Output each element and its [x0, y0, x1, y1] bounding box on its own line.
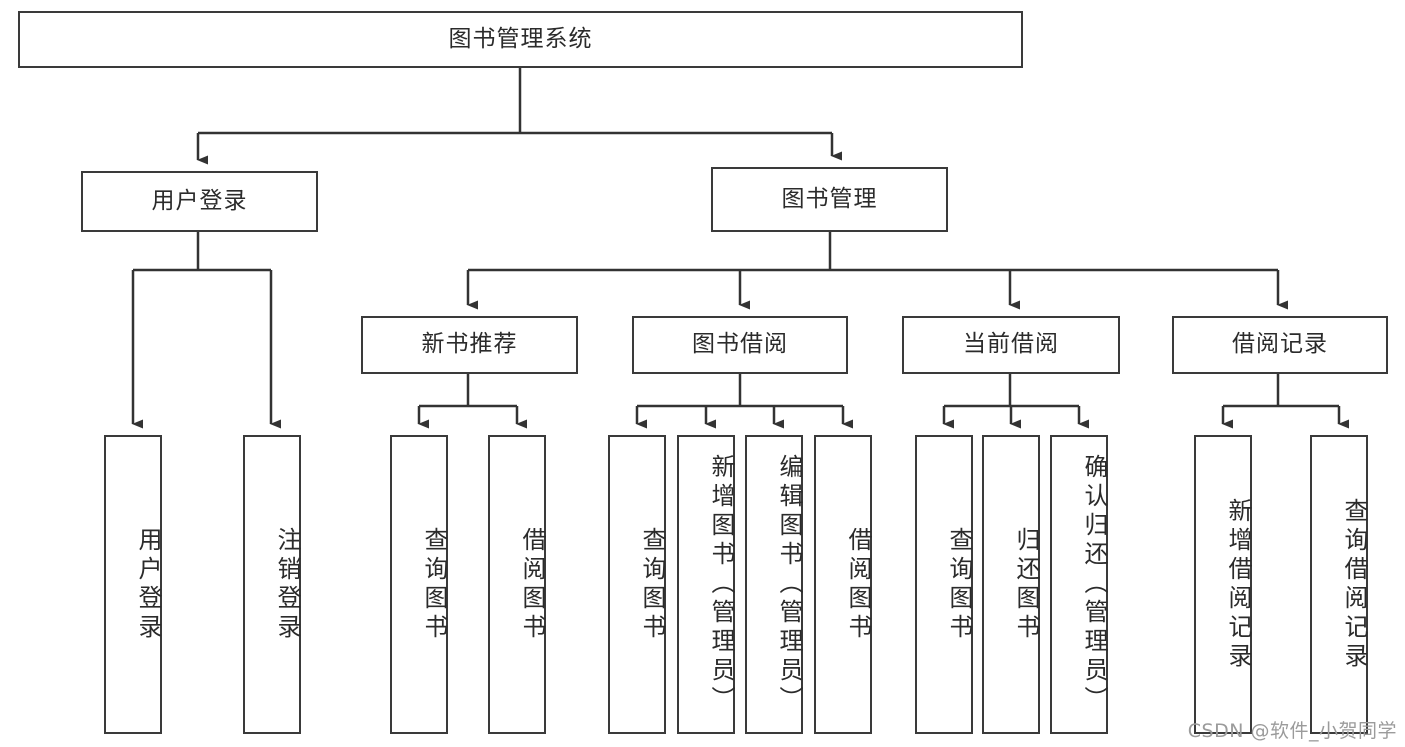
leaf-add-book-label: 新增图书（管理员） [707, 454, 735, 715]
node-current-borrow-label: 当前借阅 [963, 331, 1059, 358]
leaf-query-book-3-label: 查询图书 [945, 526, 973, 643]
leaf-query-book-3[interactable]: 查询图书 [915, 435, 973, 734]
leaf-confirm-return-label: 确认归还（管理员） [1080, 454, 1108, 715]
leaf-query-book-2-label: 查询图书 [638, 526, 666, 643]
leaf-user-login[interactable]: 用户登录 [104, 435, 162, 734]
leaf-borrow-book-1-label: 借阅图书 [518, 526, 546, 643]
leaf-borrow-book-1[interactable]: 借阅图书 [488, 435, 546, 734]
node-book-borrow[interactable]: 图书借阅 [632, 316, 848, 374]
leaf-return-book[interactable]: 归还图书 [982, 435, 1040, 734]
leaf-edit-book[interactable]: 编辑图书（管理员） [745, 435, 803, 734]
node-book-management-label: 图书管理 [781, 185, 878, 212]
leaf-query-record[interactable]: 查询借阅记录 [1310, 435, 1368, 734]
leaf-confirm-return[interactable]: 确认归还（管理员） [1050, 435, 1108, 734]
node-book-management[interactable]: 图书管理 [711, 167, 948, 232]
leaf-borrow-book-2-label: 借阅图书 [844, 526, 872, 643]
leaf-edit-book-label: 编辑图书（管理员） [775, 454, 803, 715]
node-borrow-record-label: 借阅记录 [1232, 331, 1328, 358]
node-book-borrow-label: 图书借阅 [692, 331, 788, 358]
node-new-book-recommend[interactable]: 新书推荐 [361, 316, 578, 374]
node-new-book-recommend-label: 新书推荐 [421, 331, 518, 358]
leaf-query-book-1-label: 查询图书 [420, 526, 448, 643]
node-user-login[interactable]: 用户登录 [81, 171, 318, 232]
leaf-add-record[interactable]: 新增借阅记录 [1194, 435, 1252, 734]
leaf-query-record-label: 查询借阅记录 [1340, 497, 1368, 672]
leaf-user-logout-label: 注销登录 [273, 526, 301, 643]
leaf-user-login-label: 用户登录 [134, 526, 162, 643]
node-root-label: 图书管理系统 [448, 25, 593, 52]
leaf-borrow-book-2[interactable]: 借阅图书 [814, 435, 872, 734]
node-current-borrow[interactable]: 当前借阅 [902, 316, 1120, 374]
leaf-add-record-label: 新增借阅记录 [1224, 497, 1252, 672]
leaf-query-book-1[interactable]: 查询图书 [390, 435, 448, 734]
node-user-login-label: 用户登录 [151, 187, 248, 214]
node-borrow-record[interactable]: 借阅记录 [1172, 316, 1388, 374]
leaf-return-book-label: 归还图书 [1012, 526, 1040, 643]
leaf-user-logout[interactable]: 注销登录 [243, 435, 301, 734]
csdn-watermark: CSDN @软件_小贺同学 [1187, 720, 1397, 742]
leaf-add-book[interactable]: 新增图书（管理员） [677, 435, 735, 734]
leaf-query-book-2[interactable]: 查询图书 [608, 435, 666, 734]
node-root[interactable]: 图书管理系统 [18, 11, 1023, 68]
